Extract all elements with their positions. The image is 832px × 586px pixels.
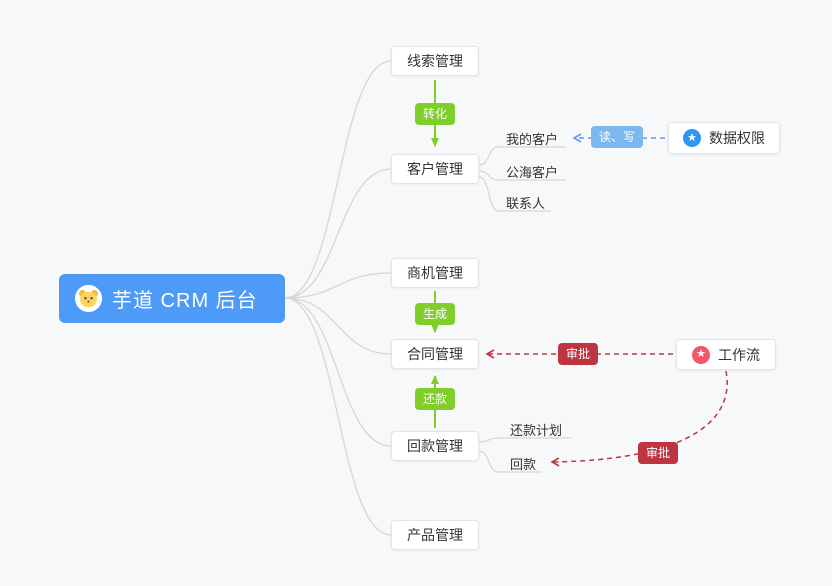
wire-receivable-to-plan xyxy=(478,437,572,443)
node-customer-management: 客户管理 xyxy=(391,154,479,184)
dog-logo-icon xyxy=(75,285,102,312)
star-glyph: ★ xyxy=(687,131,697,144)
badge-generate: 生成 xyxy=(414,303,456,325)
wire-root-to-opportunity xyxy=(284,272,392,299)
node-workflow: ★ 工作流 xyxy=(676,339,776,370)
leaf-pool-customers: 公海客户 xyxy=(506,165,559,180)
badge-repay: 还款 xyxy=(414,388,456,410)
data-permission-label: 数据权限 xyxy=(709,130,765,146)
arrow-workflow-to-payment xyxy=(550,370,728,467)
wire-root-to-receivable xyxy=(284,297,392,447)
leaf-repayment-plan: 还款计划 xyxy=(510,423,563,438)
node-receivable-label: 回款管理 xyxy=(407,438,463,454)
badge-read-write: 读、写 xyxy=(590,126,644,148)
leaf-contacts: 联系人 xyxy=(506,196,546,211)
node-data-permission: ★ 数据权限 xyxy=(668,122,780,154)
wire-root-to-lead xyxy=(284,60,392,299)
node-contract-management: 合同管理 xyxy=(391,339,479,369)
leaf-my-customers: 我的客户 xyxy=(506,132,559,147)
leaf-payment: 回款 xyxy=(510,457,537,472)
root-node-crm-backend: 芋道 CRM 后台 xyxy=(59,274,285,323)
node-contract-label: 合同管理 xyxy=(407,346,463,362)
star-glyph: ★ xyxy=(696,348,706,360)
star-icon: ★ xyxy=(683,129,701,147)
badge-approve-contract: 审批 xyxy=(557,343,599,365)
root-node-label: 芋道 CRM 后台 xyxy=(112,290,258,312)
node-lead-label: 线索管理 xyxy=(407,53,463,69)
node-customer-label: 客户管理 xyxy=(407,161,463,177)
node-product-label: 产品管理 xyxy=(407,527,463,543)
wire-customer-to-pool xyxy=(478,170,566,181)
badge-convert: 转化 xyxy=(414,103,456,125)
badge-approve-payment: 审批 xyxy=(637,442,679,464)
wire-root-to-product xyxy=(284,297,392,536)
node-opportunity-management: 商机管理 xyxy=(391,258,479,288)
workflow-label: 工作流 xyxy=(718,346,760,363)
wire-receivable-to-payment xyxy=(478,450,542,473)
wire-customer-to-contact xyxy=(478,176,551,212)
wire-root-to-customer xyxy=(284,168,392,299)
wire-root-to-contract xyxy=(284,297,392,355)
node-receivable-management: 回款管理 xyxy=(391,431,479,461)
wire-customer-to-my xyxy=(478,146,566,166)
leaf-branch-wires xyxy=(478,146,572,473)
star-icon: ★ xyxy=(692,345,710,364)
node-product-management: 产品管理 xyxy=(391,520,479,550)
root-branch-wires xyxy=(284,60,392,536)
node-opportunity-label: 商机管理 xyxy=(407,265,463,281)
node-lead-management: 线索管理 xyxy=(391,46,479,76)
